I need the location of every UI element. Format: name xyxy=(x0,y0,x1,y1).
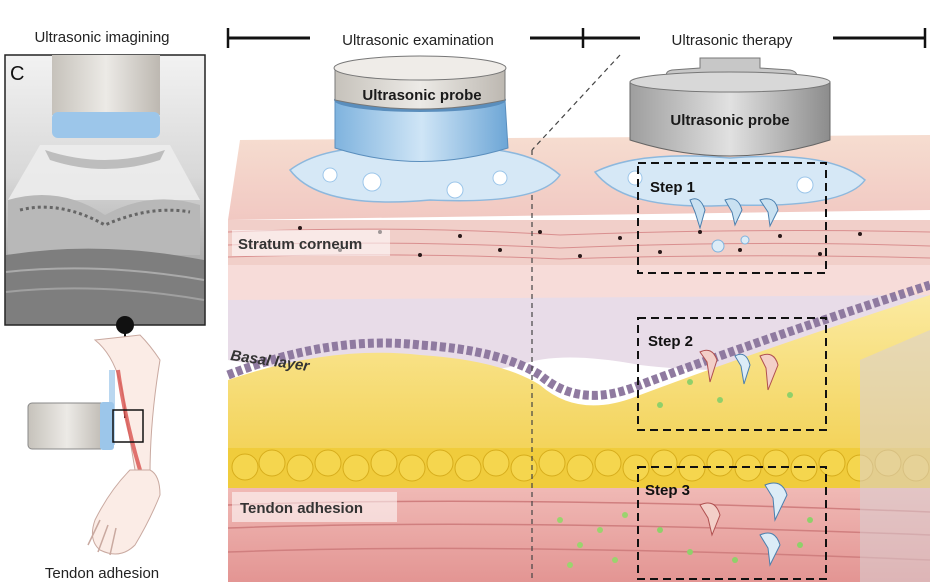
step-box-2 xyxy=(637,317,827,431)
imaging-panel xyxy=(4,54,206,326)
step-box-3 xyxy=(637,466,827,580)
tendon-label-bg xyxy=(232,492,397,522)
tendon-adhesion-label: Tendon adhesion xyxy=(240,500,363,517)
drug-particles xyxy=(557,512,628,568)
step-3-label: Step 3 xyxy=(645,482,690,499)
step-box-1 xyxy=(637,162,827,274)
examination-label: Ultrasonic examination xyxy=(342,32,494,49)
therapy-probe xyxy=(593,57,867,207)
header-bar xyxy=(226,28,927,48)
examination-probe-label: Ultrasonic probe xyxy=(362,87,481,104)
left-panel-title: Ultrasonic imagining xyxy=(34,29,169,46)
left-caption: Tendon adhesion xyxy=(45,565,159,582)
arm-illustration xyxy=(27,334,161,556)
panel-letter: C xyxy=(10,63,24,85)
step-1-label: Step 1 xyxy=(650,179,695,196)
stratum-label-bg xyxy=(232,230,390,256)
stratum-corneum-label: Stratum corneum xyxy=(238,236,362,253)
therapy-probe-label: Ultrasonic probe xyxy=(670,112,789,129)
stratum-dots xyxy=(298,226,862,258)
examination-probe xyxy=(288,55,561,203)
step-2-label: Step 2 xyxy=(648,333,693,350)
connector-dot xyxy=(116,316,134,334)
perspective-line xyxy=(531,54,621,151)
therapy-label: Ultrasonic therapy xyxy=(672,32,793,49)
